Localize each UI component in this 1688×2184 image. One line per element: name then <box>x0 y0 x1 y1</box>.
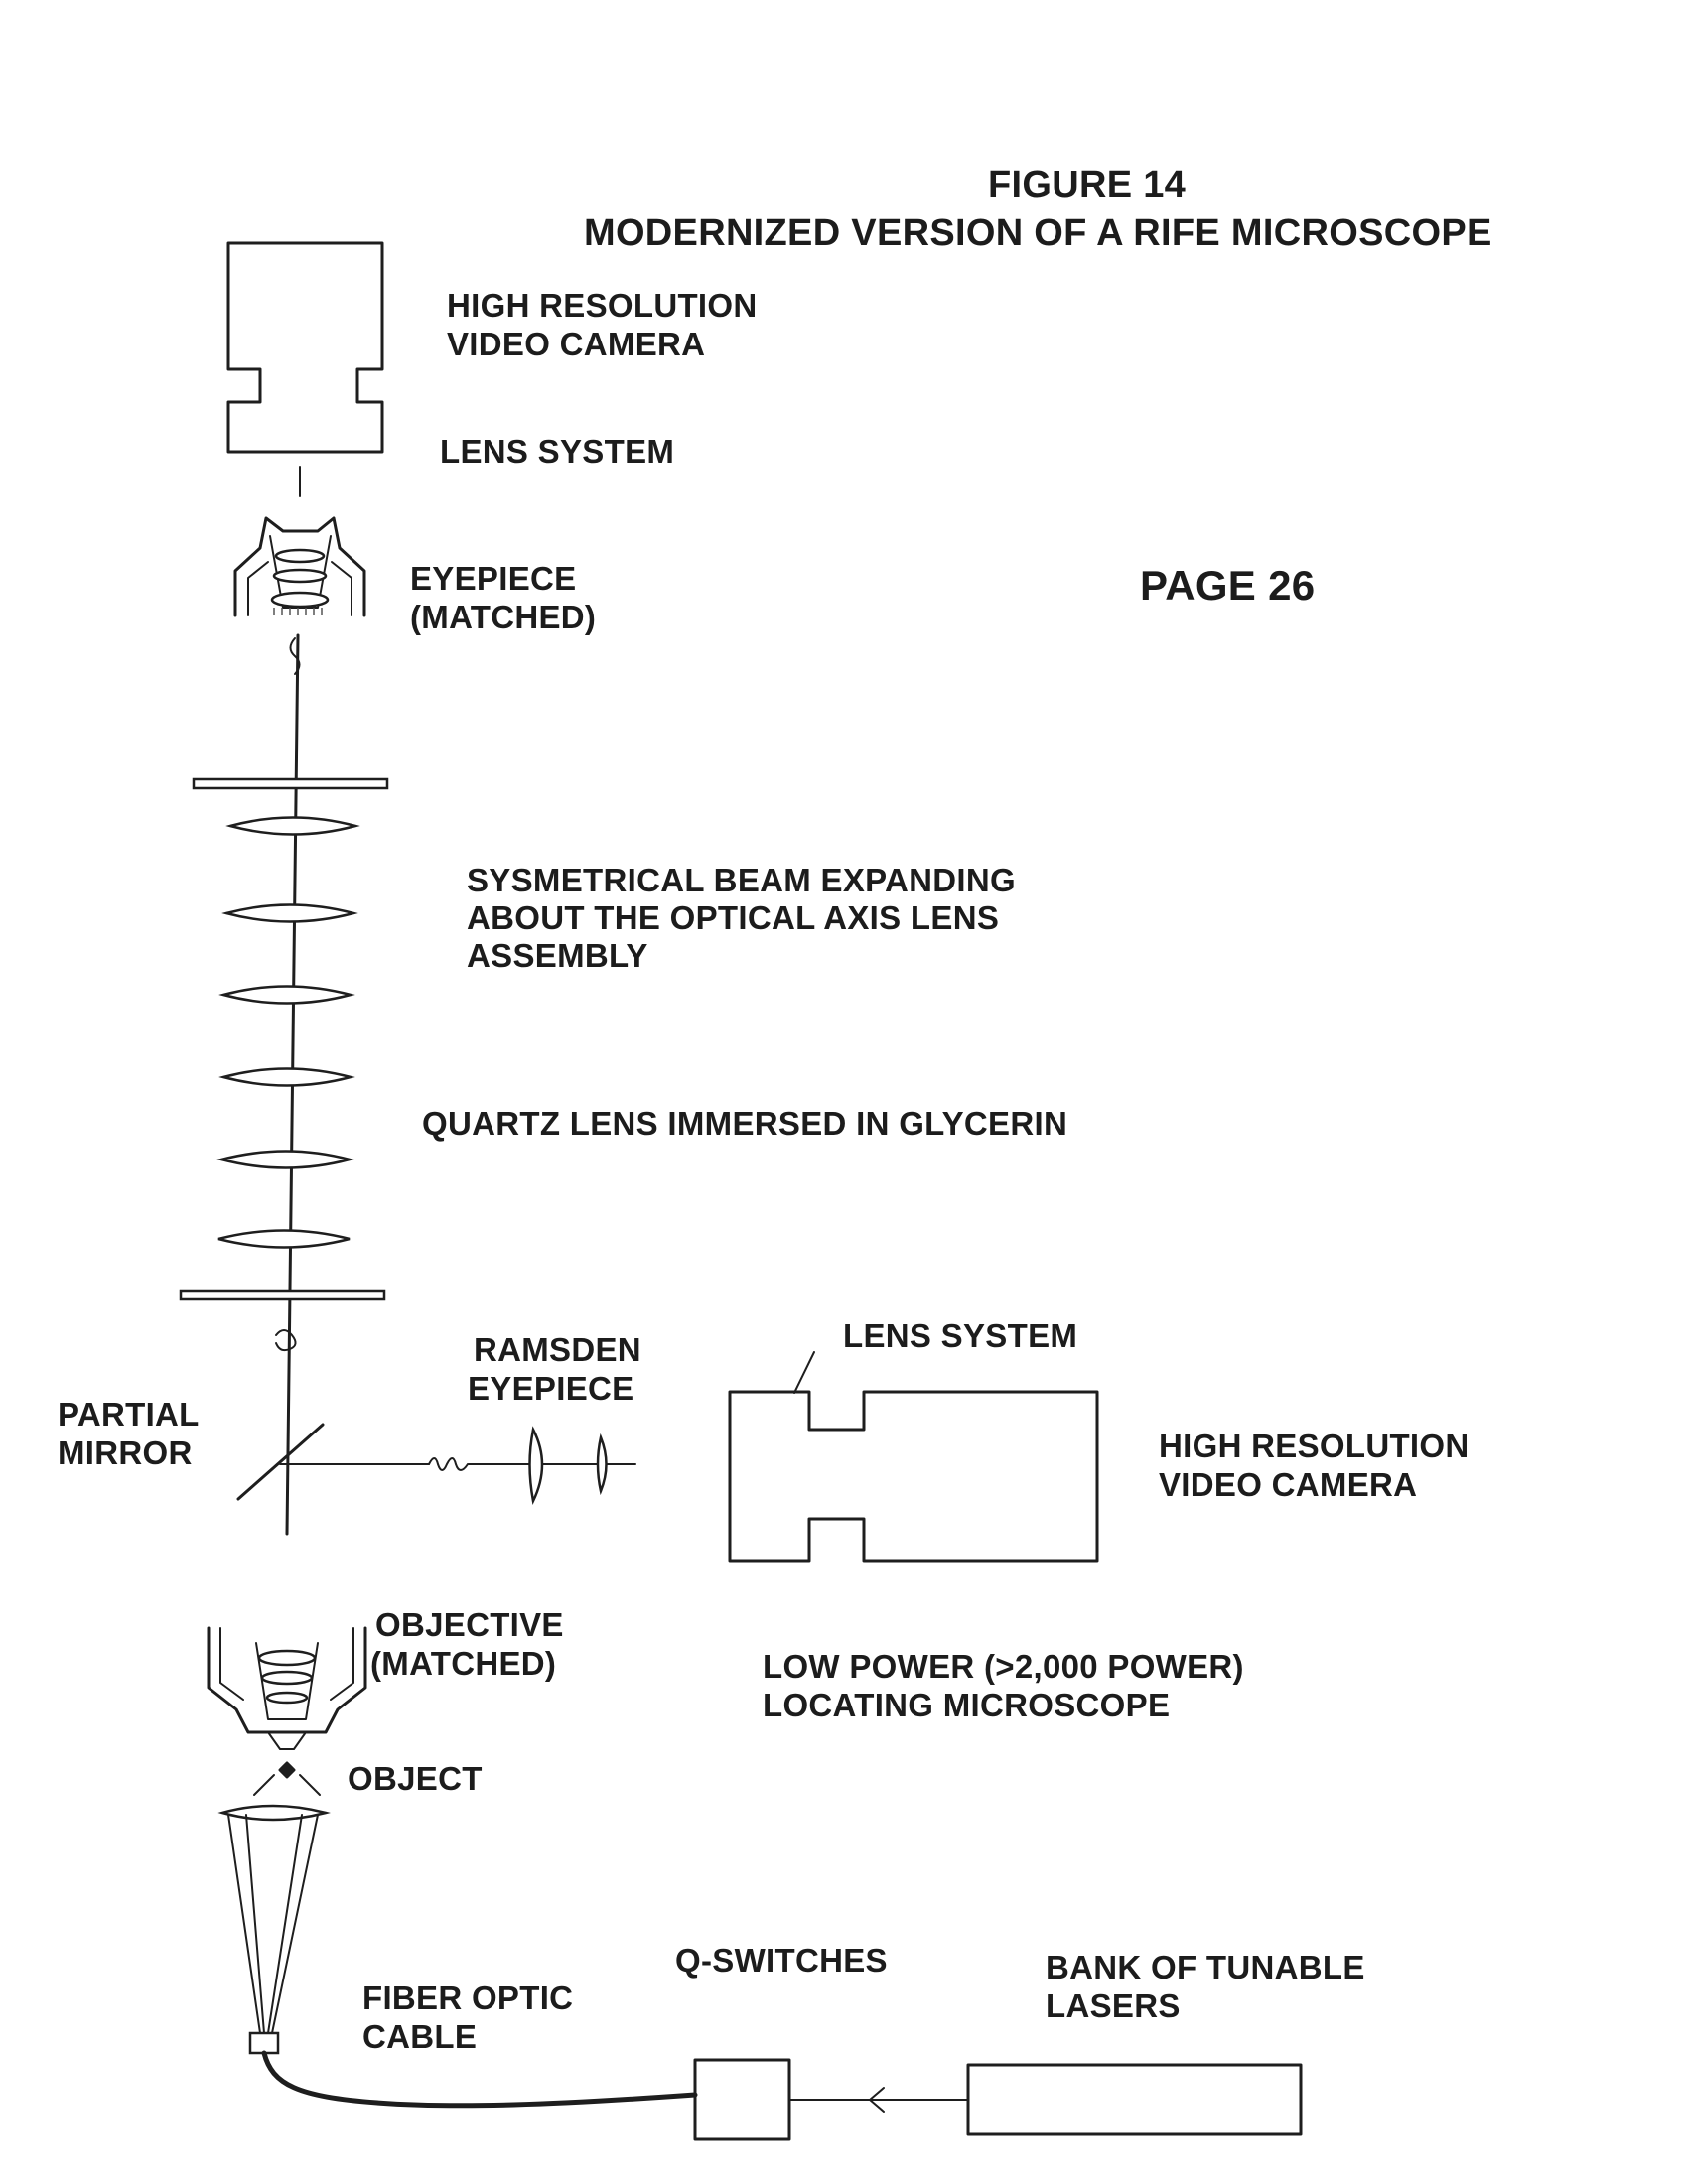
side-branch-break <box>428 1457 469 1471</box>
side-camera-leader <box>793 1351 815 1394</box>
ramsden-eyepiece-label-line2: EYEPIECE <box>468 1370 634 1407</box>
tunable-lasers-label-line2: LASERS <box>1046 1987 1181 2024</box>
side-camera-body <box>728 1390 1099 1563</box>
object-light-rays <box>253 1774 321 1796</box>
partial-mirror-label-line1: PARTIAL <box>58 1396 200 1433</box>
fiber-optic-label-line2: CABLE <box>362 2018 478 2055</box>
figure-number: FIGURE 14 <box>988 164 1187 205</box>
light-cone <box>227 1814 319 2034</box>
object-label: OBJECT <box>348 1760 483 1797</box>
beam-lens-2 <box>221 903 358 923</box>
ramsden-lens-2 <box>596 1433 608 1496</box>
top-camera-label-line1: HIGH RESOLUTION <box>447 287 758 324</box>
eyepiece-label-line1: EYEPIECE <box>410 560 577 597</box>
condenser-lens <box>217 1804 331 1822</box>
q-switch-box <box>693 2058 791 2141</box>
side-camera-label-line2: VIDEO CAMERA <box>1159 1466 1418 1503</box>
top-lens-system-label: LENS SYSTEM <box>440 433 675 470</box>
beam-lens-4 <box>218 1067 355 1087</box>
tunable-lasers-label-line1: BANK OF TUNABLE <box>1046 1949 1365 1985</box>
top-camera-body <box>226 241 384 454</box>
beam-lens-1 <box>225 816 360 836</box>
ramsden-eyepiece-label-line1: RAMSDEN <box>474 1331 641 1368</box>
ramsden-lens-1 <box>528 1426 544 1505</box>
tunable-laser-bank <box>966 2063 1303 2136</box>
laser-beam-arrow <box>869 2087 885 2113</box>
eyepiece-label-line2: (MATCHED) <box>410 599 597 635</box>
beam-expander-label-line2: ABOUT THE OPTICAL AXIS LENS <box>467 899 1000 936</box>
beam-lens-5 <box>216 1150 354 1169</box>
glycerin-plate-top <box>192 777 389 790</box>
beam-lens-6 <box>217 1229 351 1249</box>
top-camera-label-line2: VIDEO CAMERA <box>447 326 706 362</box>
locating-microscope-label-line1: LOW POWER (>2,000 POWER) <box>763 1648 1244 1685</box>
partial-mirror <box>236 1423 325 1501</box>
axis-break-top <box>289 637 301 675</box>
side-camera-label-line1: HIGH RESOLUTION <box>1159 1428 1470 1464</box>
fiber-connector <box>248 2031 280 2055</box>
side-lens-system-label: LENS SYSTEM <box>843 1317 1078 1354</box>
objective-label-line1: OBJECTIVE <box>375 1606 564 1643</box>
beam-expander-assembly <box>179 777 389 1301</box>
objective <box>207 1626 367 1750</box>
fiber-optic-label-line1: FIBER OPTIC <box>362 1979 574 2016</box>
figure-title: MODERNIZED VERSION OF A RIFE MICROSCOPE <box>584 212 1492 254</box>
glycerin-plate-bottom <box>179 1289 386 1301</box>
locating-microscope-label-line2: LOCATING MICROSCOPE <box>763 1687 1171 1723</box>
beam-expander-label-line1: SYSMETRICAL BEAM EXPANDING <box>467 862 1016 898</box>
beam-expander-label-line3: ASSEMBLY <box>467 937 648 974</box>
object-marker <box>278 1761 296 1779</box>
beam-lens-3 <box>218 985 355 1005</box>
axis-break-mid <box>275 1329 297 1352</box>
page-number: PAGE 26 <box>1140 562 1316 609</box>
objective-label-line2: (MATCHED) <box>370 1645 557 1682</box>
q-switches-label: Q-SWITCHES <box>675 1942 888 1979</box>
top-eyepiece <box>233 516 366 617</box>
fiber-optic-cable <box>261 2050 698 2109</box>
quartz-lens-label: QUARTZ LENS IMMERSED IN GLYCERIN <box>422 1105 1068 1142</box>
partial-mirror-label-line2: MIRROR <box>58 1434 193 1471</box>
